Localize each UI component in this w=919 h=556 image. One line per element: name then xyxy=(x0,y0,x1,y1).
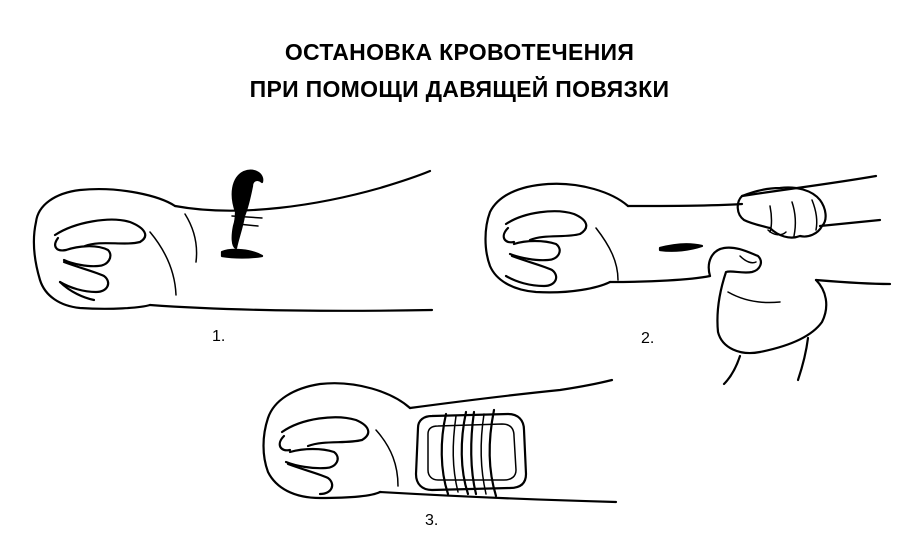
fig2-upper-finger-1 xyxy=(769,205,773,233)
fig1-forearm-top xyxy=(173,169,432,212)
fig3-forearm-bottom xyxy=(378,490,618,504)
step-label-3: 3. xyxy=(425,512,439,529)
fig3-finger-1 xyxy=(278,434,292,452)
fig1-finger-3 xyxy=(58,260,110,294)
fig2-upper-hand-fingers xyxy=(736,186,827,239)
fig2-finger-2 xyxy=(508,239,561,262)
fig2-upper-nail xyxy=(767,229,787,236)
figure-3-pressure-bandage xyxy=(262,378,618,504)
fig2-lower-wrist-right xyxy=(796,336,810,382)
fig3-bandage-wrap-4 xyxy=(480,413,487,495)
fig2-lower-wrist-left xyxy=(722,354,742,386)
fig3-bandage-wrap-3 xyxy=(452,415,459,493)
title-line-1: ОСТАНОВКА КРОВОТЕЧЕНИЯ xyxy=(284,39,635,65)
fig3-bandage-wrap-2b xyxy=(488,408,498,498)
fig1-blood-spurt xyxy=(231,169,264,250)
fig3-gauze-inner xyxy=(427,423,517,481)
figure-2-finger-pressure xyxy=(484,174,892,386)
fig3-bandage-wrap-1b xyxy=(460,410,470,496)
fig2-lower-hand-nail xyxy=(739,255,757,264)
fig2-upper-finger-3 xyxy=(811,199,818,231)
fig3-bandage-wrap-1 xyxy=(440,412,450,496)
fig3-forearm-top xyxy=(408,378,614,410)
fig2-finger-1 xyxy=(502,226,516,244)
fig2-forearm-continue xyxy=(814,278,892,286)
fig2-forearm-bottom xyxy=(608,274,712,284)
fig2-wound xyxy=(658,243,704,252)
fig1-knuckle-line xyxy=(149,231,177,296)
fig2-thumb xyxy=(504,210,588,242)
step-label-2: 2. xyxy=(641,330,655,347)
fig1-finger-2 xyxy=(62,245,112,268)
fig3-knuckle-line xyxy=(375,429,399,487)
fig1-thumb xyxy=(53,218,147,248)
fig3-fist-outline xyxy=(262,382,412,500)
fig2-knuckle-line xyxy=(595,227,619,281)
fig1-blood-drip xyxy=(220,248,264,259)
fig3-gauze-pad xyxy=(414,412,528,492)
fig2-lower-thumb xyxy=(727,291,781,304)
fig3-thumb xyxy=(280,416,370,448)
fig2-upper-hand-arm-low xyxy=(818,218,882,228)
figure-1-bleeding-wrist xyxy=(32,169,434,312)
title-line-2: ПРИ ПОМОЩИ ДАВЯЩЕЙ ПОВЯЗКИ xyxy=(249,76,670,102)
fig2-upper-hand-arm xyxy=(740,174,878,198)
diagram-title: ОСТАНОВКА КРОВОТЕЧЕНИЯ ПРИ ПОМОЩИ ДАВЯЩЕ… xyxy=(0,34,919,108)
fig3-finger-2 xyxy=(284,447,339,470)
fig2-fist-outline xyxy=(484,182,630,294)
fig2-lower-hand xyxy=(707,246,828,355)
fig2-forearm-top xyxy=(626,202,744,208)
fig1-finger-4 xyxy=(58,280,96,302)
step-label-1: 1. xyxy=(212,328,226,345)
fig1-forearm-bottom xyxy=(148,303,434,312)
fig3-bandage-wrap-2 xyxy=(470,410,478,496)
fig2-finger-3 xyxy=(504,254,558,288)
fig1-wrist-crease xyxy=(184,213,198,263)
fig3-finger-3 xyxy=(286,462,334,496)
fig2-upper-finger-2 xyxy=(791,201,797,237)
fig1-fist-outline xyxy=(32,188,177,310)
fig1-finger-1 xyxy=(54,236,68,252)
